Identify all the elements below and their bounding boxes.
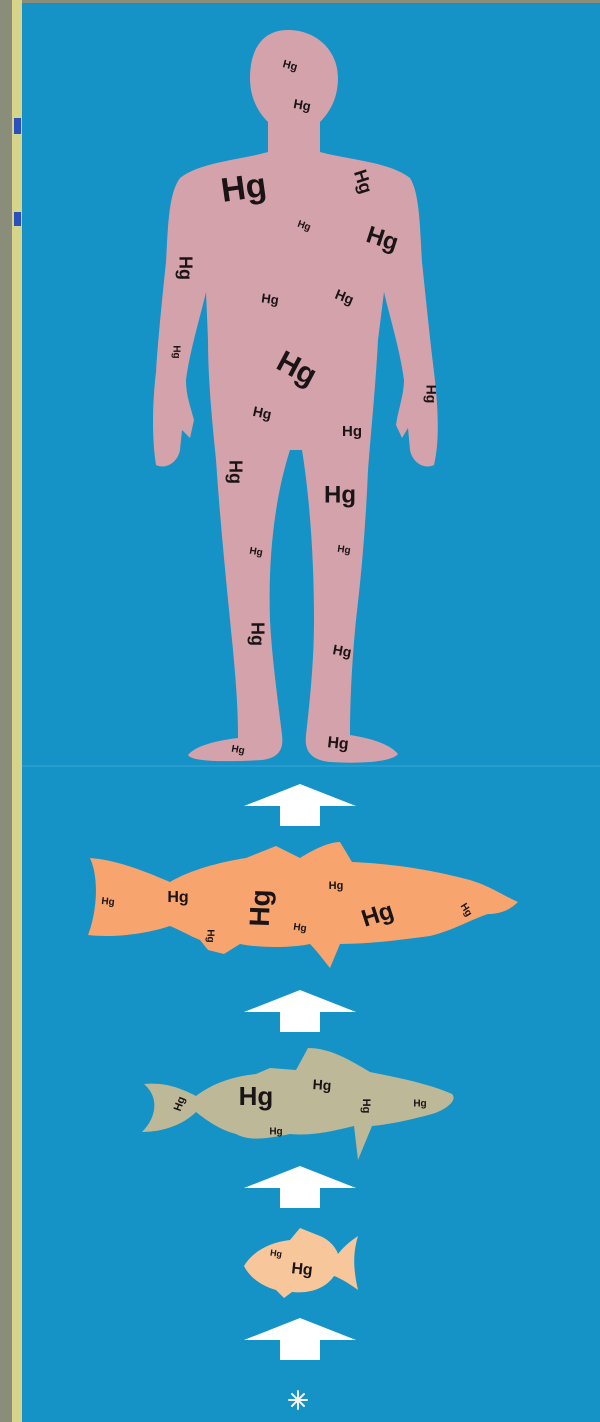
mercury-label: Hg xyxy=(244,889,276,927)
mercury-label: Hg xyxy=(219,166,269,210)
mercury-label: Hg xyxy=(413,1099,426,1110)
mercury-label: Hg xyxy=(337,544,352,557)
mercury-label: Hg xyxy=(312,1076,332,1093)
mercury-label: Hg xyxy=(167,889,188,906)
mercury-label: Hg xyxy=(225,460,245,484)
mercury-label: Hg xyxy=(291,1260,314,1279)
mercury-label: Hg xyxy=(175,256,195,280)
mercury-label: Hg xyxy=(248,546,263,559)
mercury-label: Hg xyxy=(327,734,350,753)
mercury-label: Hg xyxy=(239,1081,274,1111)
mercury-label: Hg xyxy=(170,345,181,358)
frame-tab-marker xyxy=(14,118,21,134)
plankton-icon xyxy=(289,1391,307,1409)
mercury-label: Hg xyxy=(261,290,280,307)
mercury-label: Hg xyxy=(329,880,344,892)
mercury-label: Hg xyxy=(247,622,267,646)
mercury-label: Hg xyxy=(269,1127,282,1138)
mercury-label: Hg xyxy=(101,896,115,908)
mercury-label: Hg xyxy=(292,96,312,114)
mercury-label: Hg xyxy=(332,641,353,660)
mercury-label: Hg xyxy=(360,1099,372,1114)
mercury-label: Hg xyxy=(293,922,308,935)
frame-tab-marker xyxy=(14,212,21,226)
mercury-label: Hg xyxy=(342,423,362,440)
mercury-label: Hg xyxy=(269,1248,282,1260)
mercury-label: Hg xyxy=(204,929,215,942)
mercury-label: Hg xyxy=(423,385,439,404)
mercury-label: Hg xyxy=(230,744,245,757)
mercury-label: Hg xyxy=(324,481,356,508)
